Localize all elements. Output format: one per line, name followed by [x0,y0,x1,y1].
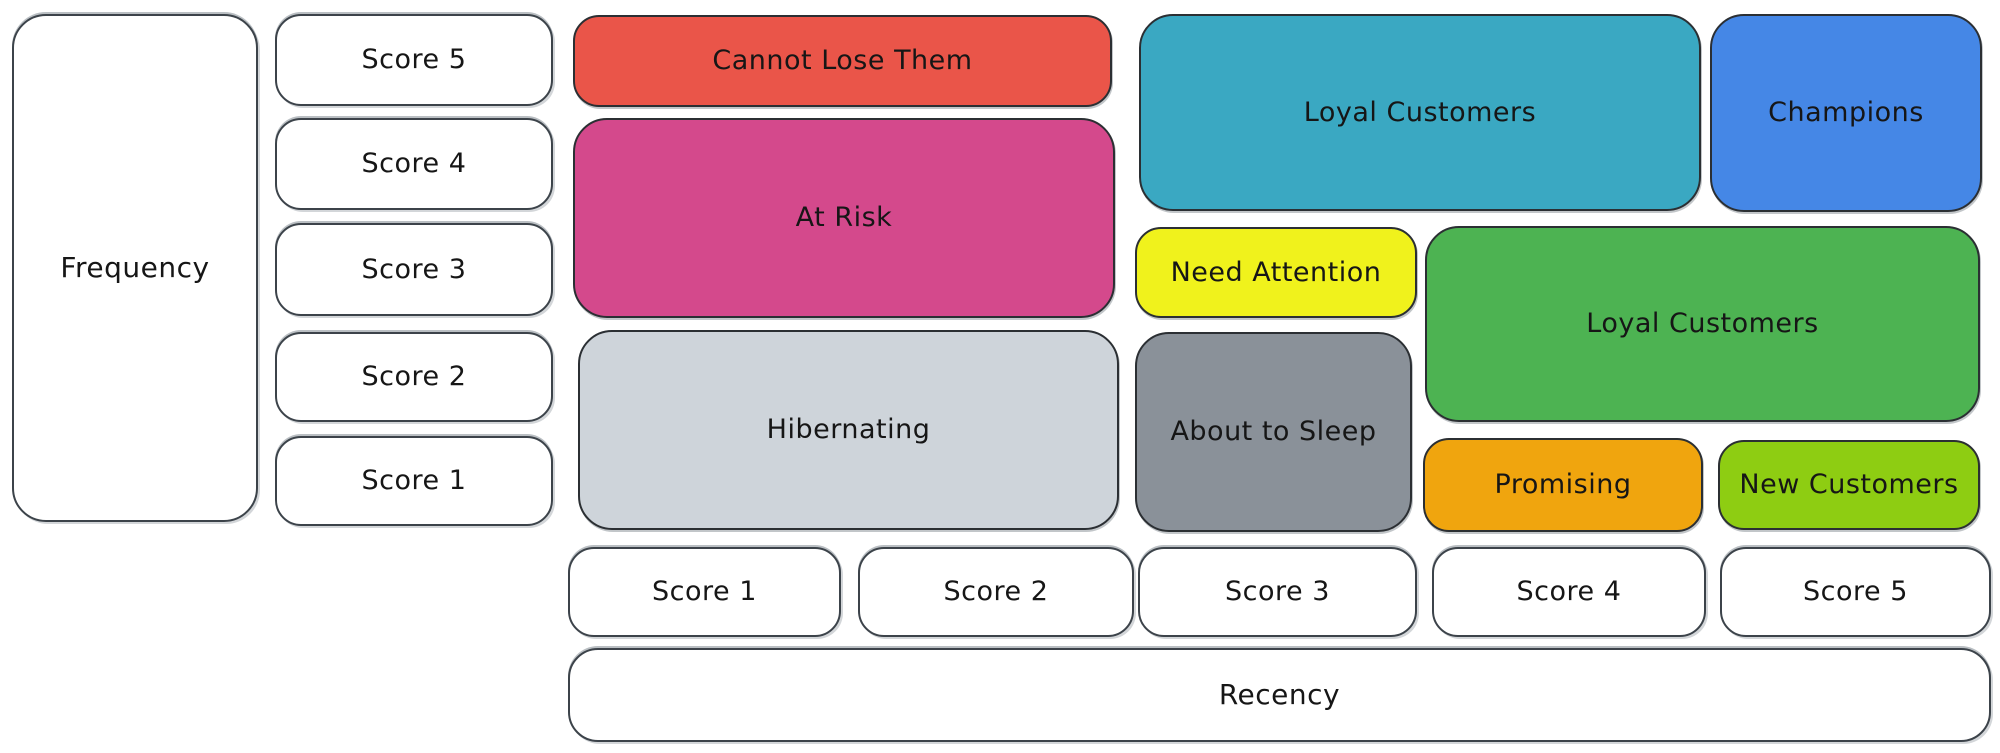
segment-champions: Champions [1710,14,1982,212]
segment-label: At Risk [795,202,893,234]
score-label: Score 3 [1225,576,1330,608]
score-label: Score 4 [1516,576,1622,608]
segment-label: Cannot Lose Them [712,45,973,77]
axis-label-text: Frequency [60,250,210,284]
segment-loyal-customers-teal: Loyal Customers [1139,14,1701,211]
score-label: Score 5 [361,44,467,76]
segment-about-to-sleep: About to Sleep [1135,332,1412,532]
recency-score-1: Score 1 [568,547,841,637]
recency-score-3: Score 3 [1138,547,1417,637]
score-label: Score 2 [943,576,1049,608]
recency-axis-label: Recency [568,648,1991,742]
segment-label: Loyal Customers [1303,96,1537,128]
score-label: Score 1 [652,576,757,608]
recency-score-5: Score 5 [1720,547,1991,637]
segment-cannot-lose-them: Cannot Lose Them [573,15,1112,107]
score-label: Score 5 [1803,576,1908,608]
segment-label: Need Attention [1170,256,1382,288]
frequency-score-5: Score 5 [275,14,553,106]
score-label: Score 3 [361,253,467,285]
axis-label-text: Recency [1218,677,1341,711]
segment-label: New Customers [1739,469,1959,501]
recency-score-4: Score 4 [1432,547,1706,637]
score-label: Score 2 [361,361,467,393]
score-label: Score 4 [361,148,467,180]
segment-label: Champions [1768,97,1924,129]
segment-new-customers: New Customers [1718,440,1980,530]
segment-loyal-customers-green: Loyal Customers [1425,226,1980,422]
segment-label: About to Sleep [1170,416,1377,448]
segment-at-risk: At Risk [573,118,1115,318]
segment-need-attention: Need Attention [1135,227,1417,318]
segment-label: Loyal Customers [1586,308,1819,340]
frequency-score-1: Score 1 [275,436,553,526]
recency-score-2: Score 2 [858,547,1134,637]
segment-label: Hibernating [766,414,931,446]
frequency-score-4: Score 4 [275,118,553,210]
segment-hibernating: Hibernating [578,330,1119,530]
frequency-score-2: Score 2 [275,332,553,422]
frequency-axis-label: Frequency [12,14,258,522]
segment-promising: Promising [1423,438,1703,532]
frequency-score-3: Score 3 [275,223,553,316]
segment-label: Promising [1494,469,1632,501]
score-label: Score 1 [361,465,467,497]
